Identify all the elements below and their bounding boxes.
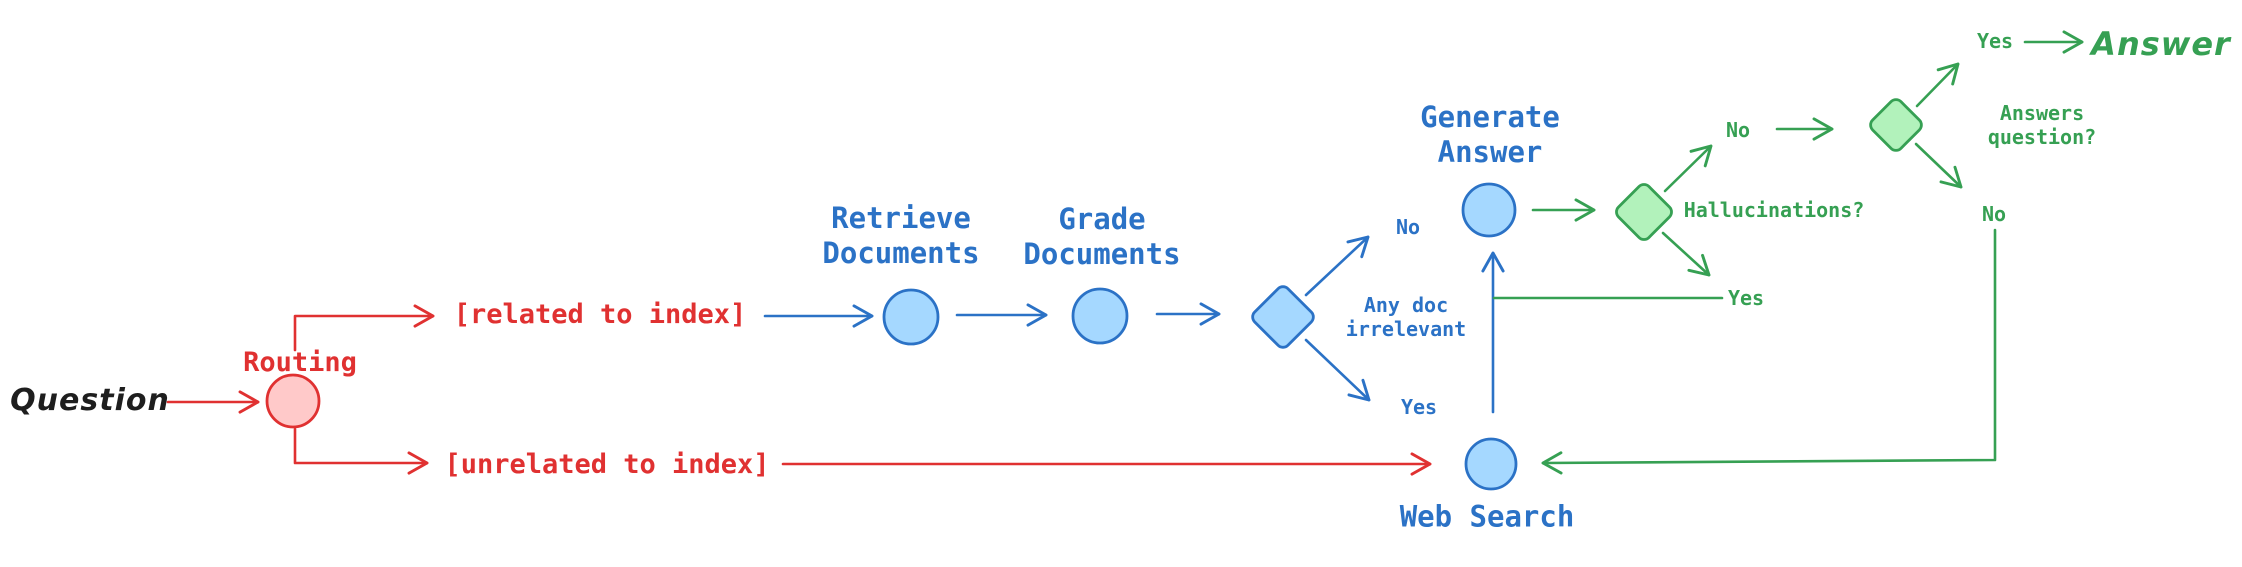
related-to-index-label: [related to index] — [453, 298, 747, 330]
answersq-no-label: No — [1981, 202, 2007, 226]
answersq-yes-arrow — [1915, 62, 1960, 108]
unrelated-to-index-label: [unrelated to index] — [444, 448, 770, 480]
hallucinations-label: Hallucinations? — [1683, 198, 1865, 222]
grade-node — [1071, 287, 1129, 345]
answersq-no-arrow — [1914, 142, 1963, 189]
answers-question-diamond — [1869, 98, 1923, 152]
doc-decision-diamond — [1251, 285, 1315, 349]
routing-to-related-arrow — [293, 304, 435, 352]
routing-to-unrelated-arrow — [293, 427, 429, 475]
hallucinations-no-arrow — [1663, 144, 1713, 193]
decision-no-label: No — [1395, 215, 1421, 239]
answersq-yes-label: Yes — [1976, 29, 2014, 53]
retrieve-node — [882, 288, 940, 346]
hallucinations-no-label: No — [1725, 118, 1751, 142]
answers-question-label: Answers question? — [1987, 101, 2097, 149]
answer-label: Answer — [2091, 24, 2231, 63]
hallucinations-diamond — [1615, 183, 1673, 241]
websearch-node — [1464, 437, 1518, 491]
hallucinations-yes-label: Yes — [1727, 286, 1765, 310]
generate-node — [1461, 182, 1517, 238]
any-doc-irrelevant-label: Any doc irrelevant — [1345, 293, 1467, 341]
decision-yes-label: Yes — [1400, 395, 1438, 419]
grade-documents-label: Grade Documents — [1023, 202, 1181, 271]
answersq-no-to-websearch-arrow — [1541, 228, 1997, 475]
decision-no-arrow — [1304, 235, 1370, 297]
web-search-label: Web Search — [1399, 499, 1575, 534]
generate-answer-label: Generate Answer — [1420, 100, 1560, 169]
question-label: Question — [10, 383, 170, 418]
routing-node — [265, 373, 321, 429]
retrieve-documents-label: Retrieve Documents — [822, 201, 980, 270]
decision-yes-arrow — [1304, 338, 1371, 402]
hallucinations-yes-arrow — [1661, 231, 1711, 277]
routing-label: Routing — [243, 346, 357, 378]
